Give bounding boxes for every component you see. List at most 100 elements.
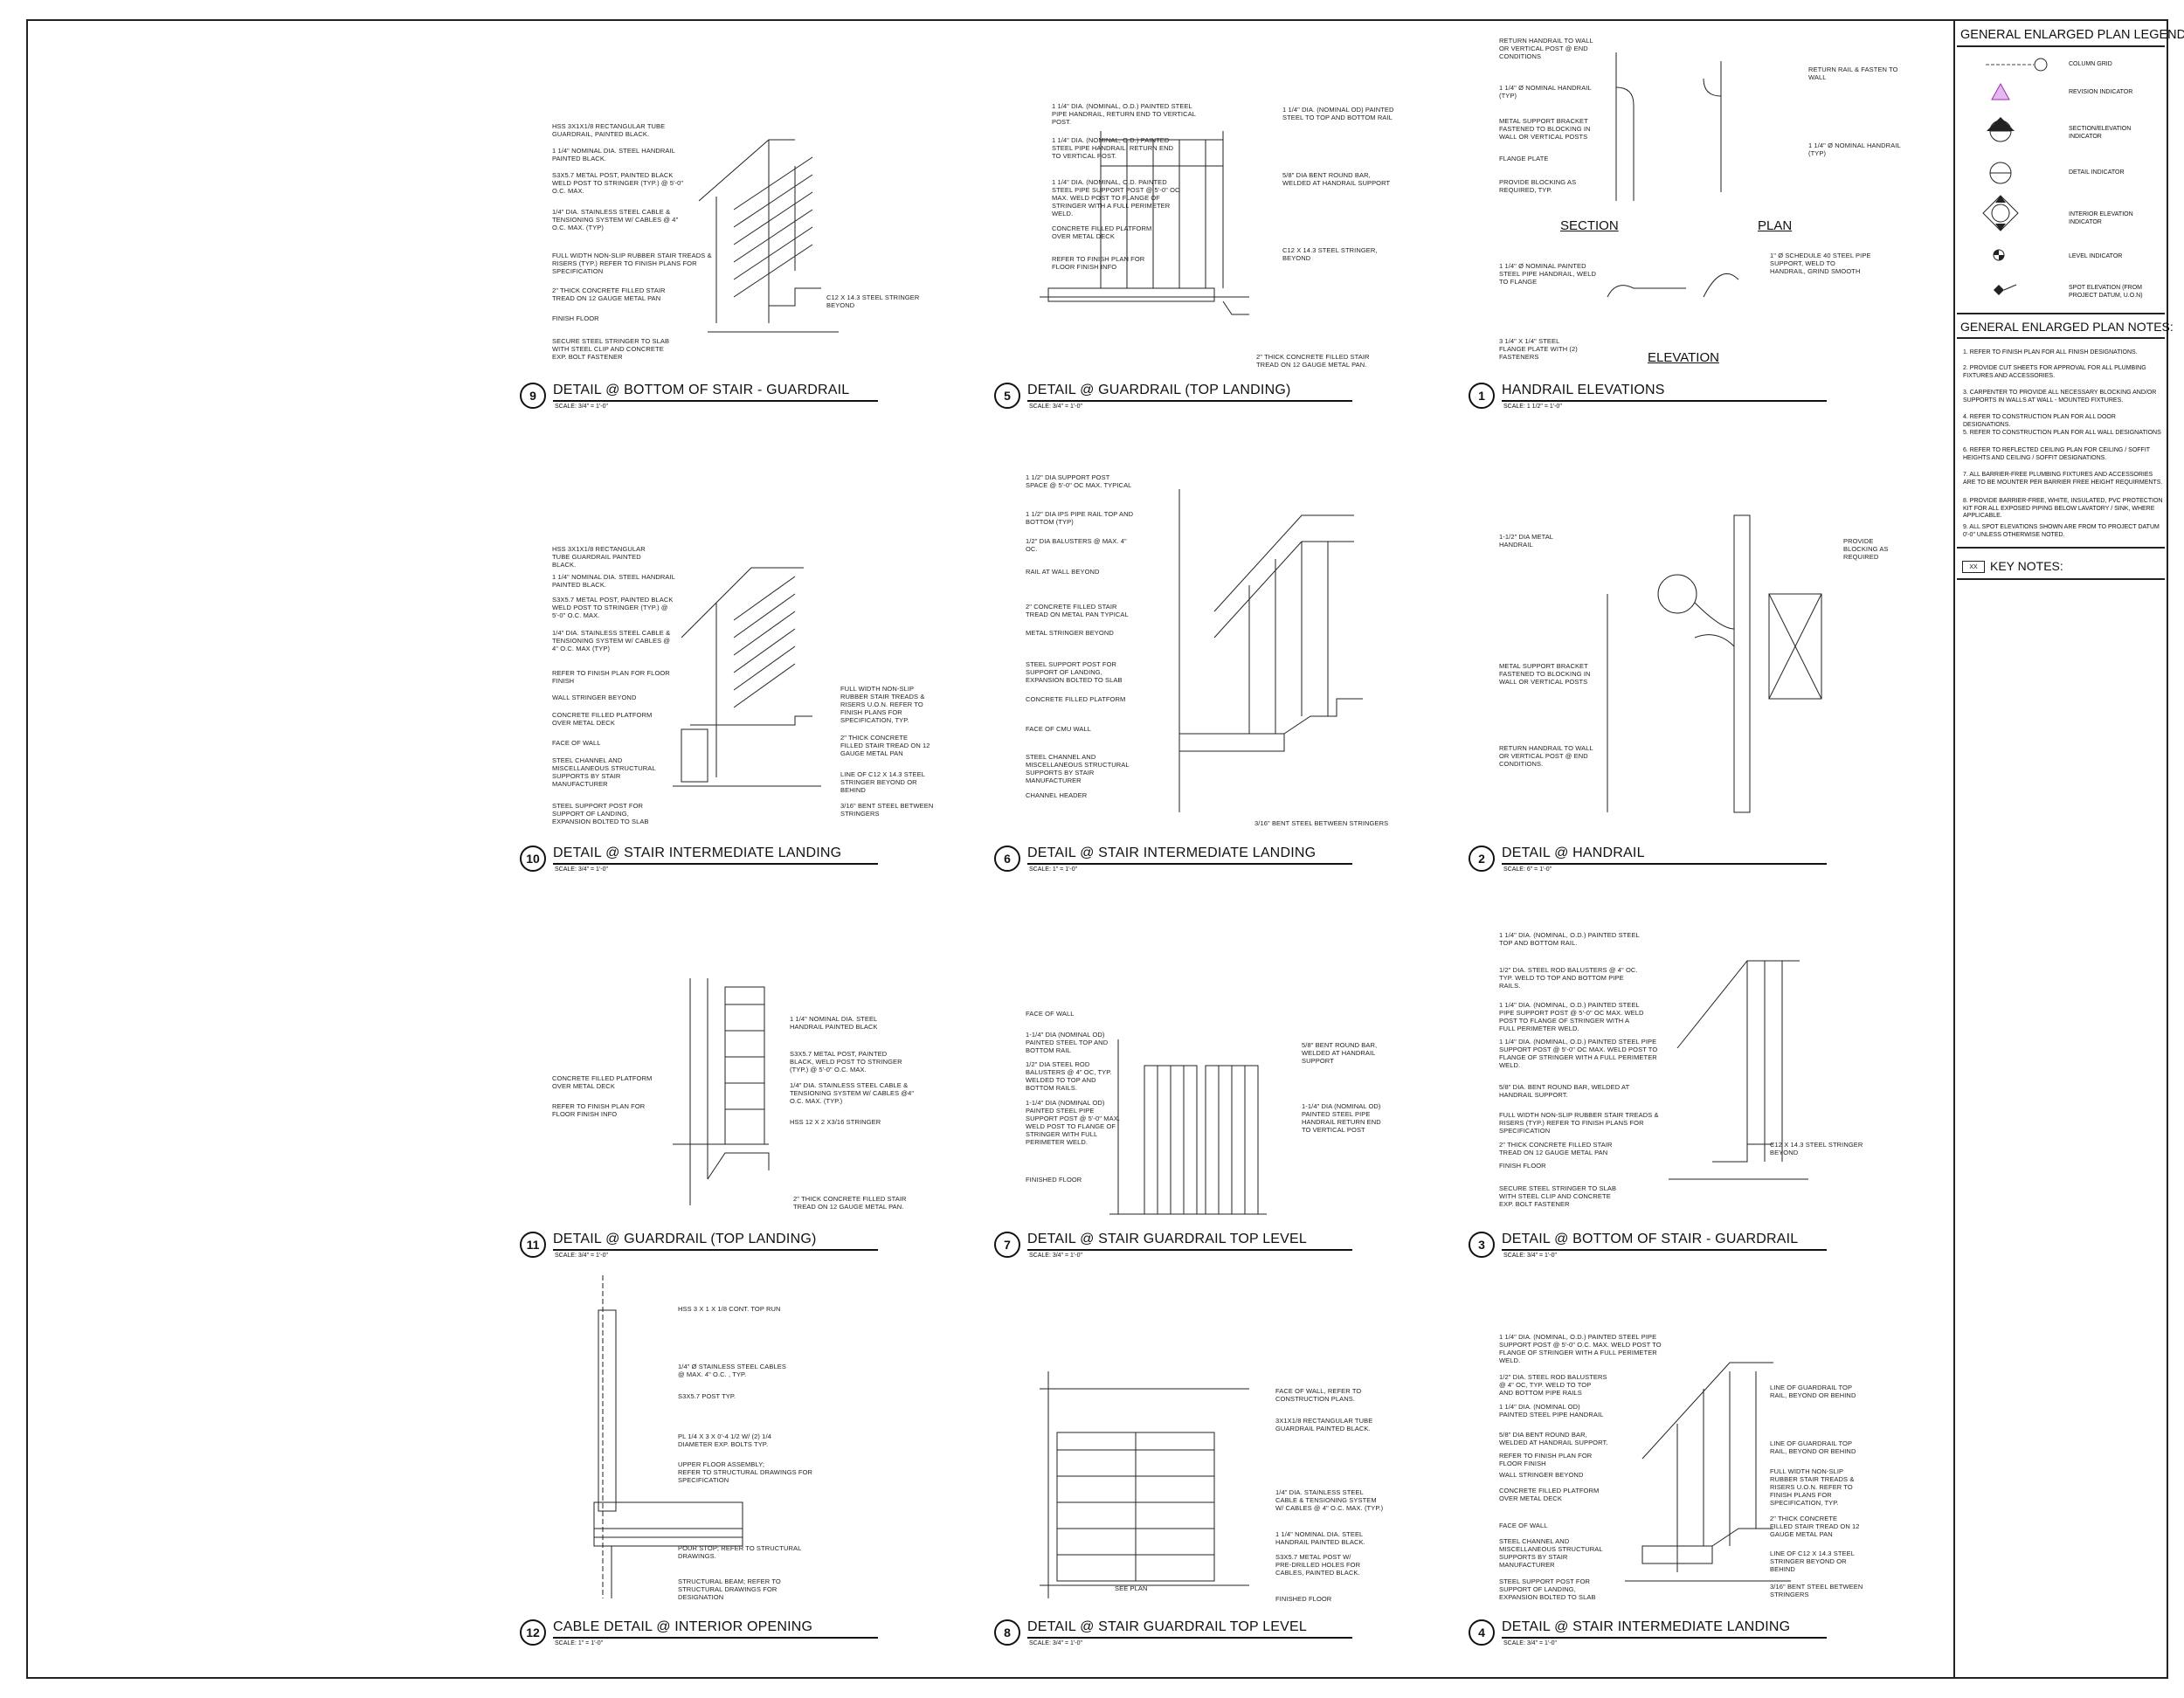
detail-11-drawing <box>673 978 770 1205</box>
detail-3-callout: FULL WIDTH NON-SLIP RUBBER STAIR TREADS … <box>1499 1111 1659 1135</box>
detail-number: 8 <box>994 1619 1020 1646</box>
detail-5-callout: 1 1/4" DIA. (NOMINAL OD) PAINTED STEEL T… <box>1282 106 1394 121</box>
detail-7-callout: 1-1/4" DIA (NOMINAL OD) PAINTED STEEL PI… <box>1302 1102 1381 1134</box>
detail-4-callout: STEEL CHANNEL AND MISCELLANEOUS STRUCTUR… <box>1499 1537 1603 1569</box>
detail-6-title-block: 6 DETAIL @ STAIR INTERMEDIATE LANDING SC… <box>994 844 1361 879</box>
key-notes-tag: XX <box>1962 561 1985 573</box>
revision-triangle-icon <box>1991 82 2010 100</box>
detail-9-callout: 1/4" DIA. STAINLESS STEEL CABLE & TENSIO… <box>552 208 679 231</box>
detail-8-callout: FINISHED FLOOR <box>1275 1595 1332 1603</box>
title-underline <box>553 400 878 402</box>
note-item: 5. REFER TO CONSTRUCTION PLAN FOR ALL WA… <box>1963 430 2161 436</box>
detail-8-callout: SEE PLAN <box>1115 1584 1148 1592</box>
drawing-sheet-border <box>26 19 2168 1679</box>
detail-3-callout: FINISH FLOOR <box>1499 1162 1546 1170</box>
title-underline <box>553 1637 878 1639</box>
detail-scale: SCALE: 1 1/2" = 1'-0" <box>1503 404 1562 410</box>
note-item: 9. ALL SPOT ELEVATIONS SHOWN ARE FROM TO… <box>1963 524 2160 538</box>
detail-3-drawing <box>1669 960 1808 1180</box>
detail-scale: SCALE: 1" = 1'-0" <box>555 1640 604 1646</box>
column-grid-icon <box>1986 58 2048 72</box>
detail-4-callout: 1 1/4" DIA. (NOMINAL, O.D.) PAINTED STEE… <box>1499 1333 1662 1364</box>
legend-label: DETAIL INDICATOR <box>2069 169 2125 176</box>
detail-10-callout: HSS 3X1X1/8 RECTANGULAR TUBE GUARDRAIL P… <box>552 545 646 569</box>
detail-number: 9 <box>520 383 546 409</box>
detail-12-callout: S3X5.7 POST TYP. <box>678 1392 736 1400</box>
detail-title: DETAIL @ GUARDRAIL (TOP LANDING) <box>1027 383 1291 397</box>
detail-6-callout: STEEL CHANNEL AND MISCELLANEOUS STRUCTUR… <box>1026 753 1130 784</box>
detail-9-title-block: 9 DETAIL @ BOTTOM OF STAIR - GUARDRAIL S… <box>520 381 887 416</box>
detail-9-callout: HSS 3X1X1/8 RECTANGULAR TUBE GUARDRAIL, … <box>552 122 666 138</box>
detail-4-callout: LINE OF C12 X 14.3 STEEL STRINGER BEYOND… <box>1770 1550 1856 1573</box>
spot-elevation-icon <box>1994 284 2017 295</box>
detail-1-callout: 1 1/4" Ø NOMINAL PAINTED STEEL PIPE HAND… <box>1499 262 1597 286</box>
detail-10-callout: 1 1/4" NOMINAL DIA. STEEL HANDRAIL PAINT… <box>552 573 675 589</box>
detail-6-callout: CONCRETE FILLED PLATFORM <box>1026 695 1126 703</box>
detail-1-title-block: 1 HANDRAIL ELEVATIONS SCALE: 1 1/2" = 1'… <box>1469 381 1835 416</box>
detail-5-drawing <box>1040 131 1249 315</box>
title-underline <box>1027 1637 1352 1639</box>
detail-1-drawing <box>1607 52 1739 298</box>
detail-number: 12 <box>520 1619 546 1646</box>
detail-1-callout: 1 1/4" Ø NOMINAL HANDRAIL (TYP) <box>1499 84 1592 100</box>
detail-10-callout: STEEL CHANNEL AND MISCELLANEOUS STRUCTUR… <box>552 756 656 788</box>
note-item: 2. PROVIDE CUT SHEETS FOR APPROVAL FOR A… <box>1963 365 2146 379</box>
detail-12-callout: HSS 3 X 1 X 1/8 CONT. TOP RUN <box>678 1305 781 1313</box>
detail-7-callout: 1/2" DIA STEEL ROD BALUSTERS @ 4" OC, TY… <box>1026 1060 1112 1092</box>
title-underline <box>1027 1249 1352 1251</box>
detail-scale: SCALE: 3/4" = 1'-0" <box>555 866 608 873</box>
detail-12-callout: STRUCTURAL BEAM; REFER TO STRUCTURAL DRA… <box>678 1577 781 1601</box>
detail-5-callout: 1 1/4" DIA. (NOMINAL, O.D.) PAINTED STEE… <box>1052 136 1174 160</box>
detail-1-callout: 1 1/4" Ø NOMINAL HANDRAIL (TYP) <box>1808 142 1901 157</box>
detail-5-callout: CONCRETE FILLED PLATFORM OVER METAL DECK <box>1052 224 1152 240</box>
detail-title: DETAIL @ HANDRAIL <box>1502 846 1645 860</box>
detail-8-title-block: 8 DETAIL @ STAIR GUARDRAIL TOP LEVEL SCA… <box>994 1618 1361 1653</box>
detail-8-callout: 1 1/4" NOMINAL DIA. STEEL HANDRAIL PAINT… <box>1275 1530 1365 1546</box>
detail-3-callout: C12 X 14.3 STEEL STRINGER BEYOND <box>1770 1141 1863 1156</box>
detail-11-title-block: 11 DETAIL @ GUARDRAIL (TOP LANDING) SCAL… <box>520 1230 887 1265</box>
title-underline <box>1502 1637 1827 1639</box>
detail-9-callout: SECURE STEEL STRINGER TO SLAB WITH STEEL… <box>552 337 670 361</box>
detail-10-callout: S3X5.7 METAL POST, PAINTED BLACK WELD PO… <box>552 596 674 619</box>
detail-9-callout: 2" THICK CONCRETE FILLED STAIR TREAD ON … <box>552 286 666 302</box>
detail-title: DETAIL @ STAIR INTERMEDIATE LANDING <box>553 846 842 860</box>
detail-scale: SCALE: 3/4" = 1'-0" <box>555 1253 608 1259</box>
detail-1-callout: RETURN HANDRAIL TO WALL OR VERTICAL POST… <box>1499 37 1593 60</box>
detail-scale: SCALE: 3/4" = 1'-0" <box>555 404 608 410</box>
detail-10-callout: 2" THICK CONCRETE FILLED STAIR TREAD ON … <box>840 734 930 757</box>
detail-12-callout: POUR STOP; REFER TO STRUCTURAL DRAWINGS. <box>678 1544 802 1560</box>
detail-6-callout: RAIL AT WALL BEYOND <box>1026 568 1100 576</box>
detail-title: DETAIL @ GUARDRAIL (TOP LANDING) <box>553 1232 817 1246</box>
detail-9-callout: 1 1/4" NOMINAL DIA. STEEL HANDRAIL PAINT… <box>552 147 675 162</box>
key-notes-title-rule <box>1957 578 2165 580</box>
detail-10-callout: CONCRETE FILLED PLATFORM OVER METAL DECK <box>552 711 653 727</box>
detail-7-callout: 5/8" BENT ROUND BAR, WELDED AT HANDRAIL … <box>1302 1041 1378 1065</box>
detail-12-title-block: 12 CABLE DETAIL @ INTERIOR OPENING SCALE… <box>520 1618 887 1653</box>
detail-number: 4 <box>1469 1619 1495 1646</box>
detail-1-callout: 3 1/4" X 1/4" STEEL FLANGE PLATE WITH (2… <box>1499 337 1578 361</box>
detail-6-callout: METAL STRINGER BEYOND <box>1026 629 1114 637</box>
title-underline <box>1027 400 1352 402</box>
detail-11-callout: CONCRETE FILLED PLATFORM OVER METAL DECK <box>552 1074 653 1090</box>
detail-4-callout: 1/2" DIA. STEEL ROD BALUSTERS @ 4" OC, T… <box>1499 1373 1607 1397</box>
detail-scale: SCALE: 3/4" = 1'-0" <box>1029 1253 1082 1259</box>
detail-12-callout: PL 1/4 X 3 X 0'-4 1/2 W/ (2) 1/4 DIAMETE… <box>678 1432 771 1448</box>
detail-8-callout: 1/4" DIA. STAINLESS STEEL CABLE & TENSIO… <box>1275 1488 1384 1512</box>
detail-4-callout: 5/8" DIA BENT ROUND BAR, WELDED AT HANDR… <box>1499 1431 1608 1446</box>
title-underline <box>1027 863 1352 865</box>
detail-4-callout: WALL STRINGER BEYOND <box>1499 1471 1584 1479</box>
level-indicator-icon <box>1993 249 2005 261</box>
title-underline <box>1502 1249 1827 1251</box>
detail-6-callout: 3/16" BENT STEEL BETWEEN STRINGERS <box>1254 819 1389 827</box>
detail-1-callout: RETURN RAIL & FASTEN TO WALL <box>1808 66 1898 81</box>
elevation-view-label: ELEVATION <box>1648 350 1719 365</box>
detail-4-callout: STEEL SUPPORT POST FOR SUPPORT OF LANDIN… <box>1499 1577 1596 1601</box>
detail-2-drawing <box>1607 514 1822 813</box>
legend-label: REVISION INDICATOR <box>2069 89 2133 95</box>
detail-title: DETAIL @ STAIR GUARDRAIL TOP LEVEL <box>1027 1232 1308 1246</box>
detail-scale: SCALE: 3/4" = 1'-0" <box>1503 1640 1557 1646</box>
detail-4-callout: FULL WIDTH NON-SLIP RUBBER STAIR TREADS … <box>1770 1467 1855 1507</box>
note-item: 7. ALL BARRIER-FREE PLUMBING FIXTURES AN… <box>1963 472 2163 486</box>
detail-10-callout: 1/4" DIA. STAINLESS STEEL CABLE & TENSIO… <box>552 629 671 652</box>
interior-elevation-icon <box>1982 195 2019 231</box>
